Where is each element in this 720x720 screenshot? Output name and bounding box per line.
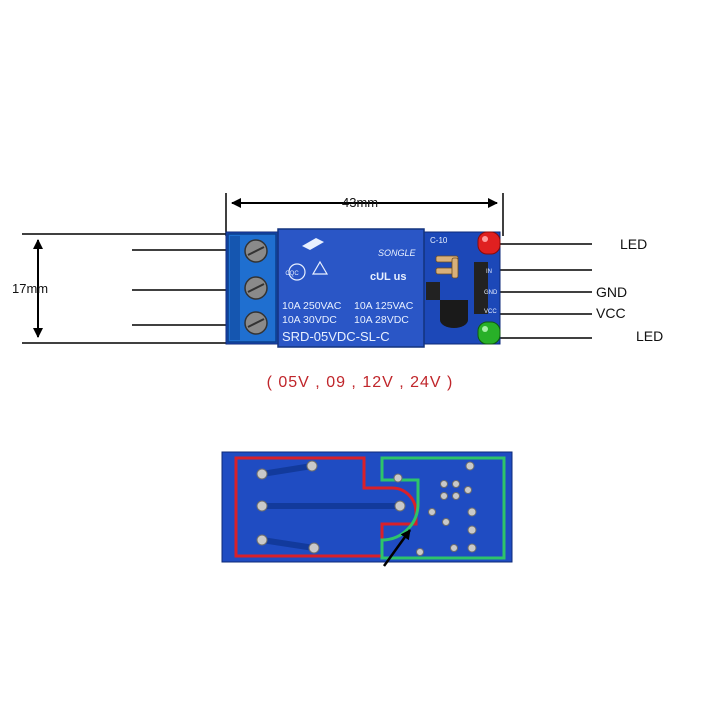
pin-label-gnd: GND [484, 290, 498, 296]
module-bottom-view [221, 451, 513, 567]
width-label: 43mm [342, 195, 379, 210]
led-red [477, 231, 501, 255]
resistors [435, 255, 459, 279]
pin-label-gnd-external: GND [596, 284, 628, 300]
diode [426, 282, 440, 300]
pin-label-led-bottom: LED [636, 328, 664, 344]
screw-1 [244, 239, 268, 263]
header-pins: IN GND VCC [474, 262, 498, 315]
screw-2 [244, 276, 268, 300]
relay-rating-2: 10A 30VDC [282, 314, 337, 326]
led-green [477, 321, 501, 345]
relay-rating-3: 10A 125VAC [354, 300, 414, 312]
pin-label-led-top: LED [620, 236, 648, 252]
pin-label-vcc: VCC [484, 309, 497, 315]
terminal-wires [132, 249, 228, 326]
pin-label-vcc-external: VCC [596, 305, 626, 321]
relay-rating-1: 10A 250VAC [282, 300, 342, 312]
solder-pads [256, 460, 477, 556]
board-silk-label: C-10 [430, 236, 448, 245]
relay-cert: CQC [285, 271, 299, 277]
isolation-pointer-arrow [382, 529, 412, 567]
screw-terminal-block [227, 233, 277, 343]
cqc-mark-icon [288, 263, 306, 281]
relay-body: SONGLE CQC cUL us 10A 250VAC 10A 30VDC 1… [277, 228, 425, 348]
ul-mark: cUL us [370, 271, 406, 283]
pin-label-in: IN [486, 269, 492, 275]
warning-triangle-icon [311, 260, 329, 275]
relay-rating-4: 10A 28VDC [354, 314, 409, 326]
screw-3 [244, 311, 268, 335]
module-top-view: SONGLE CQC cUL us 10A 250VAC 10A 30VDC 1… [225, 228, 501, 348]
height-label: 17mm [12, 281, 49, 296]
relay-model: SRD-05VDC-SL-C [282, 329, 390, 344]
high-voltage-zone-outline [234, 456, 418, 558]
relay-brand: SONGLE [378, 248, 417, 258]
supported-voltages: ( 05V , 09 , 12V , 24V ) [266, 374, 454, 391]
height-dimension [22, 233, 232, 344]
songle-logo-icon [302, 238, 324, 250]
transistor [440, 300, 468, 328]
power-traces [261, 463, 400, 551]
pin-wires [500, 243, 592, 339]
width-dimension [225, 193, 504, 236]
